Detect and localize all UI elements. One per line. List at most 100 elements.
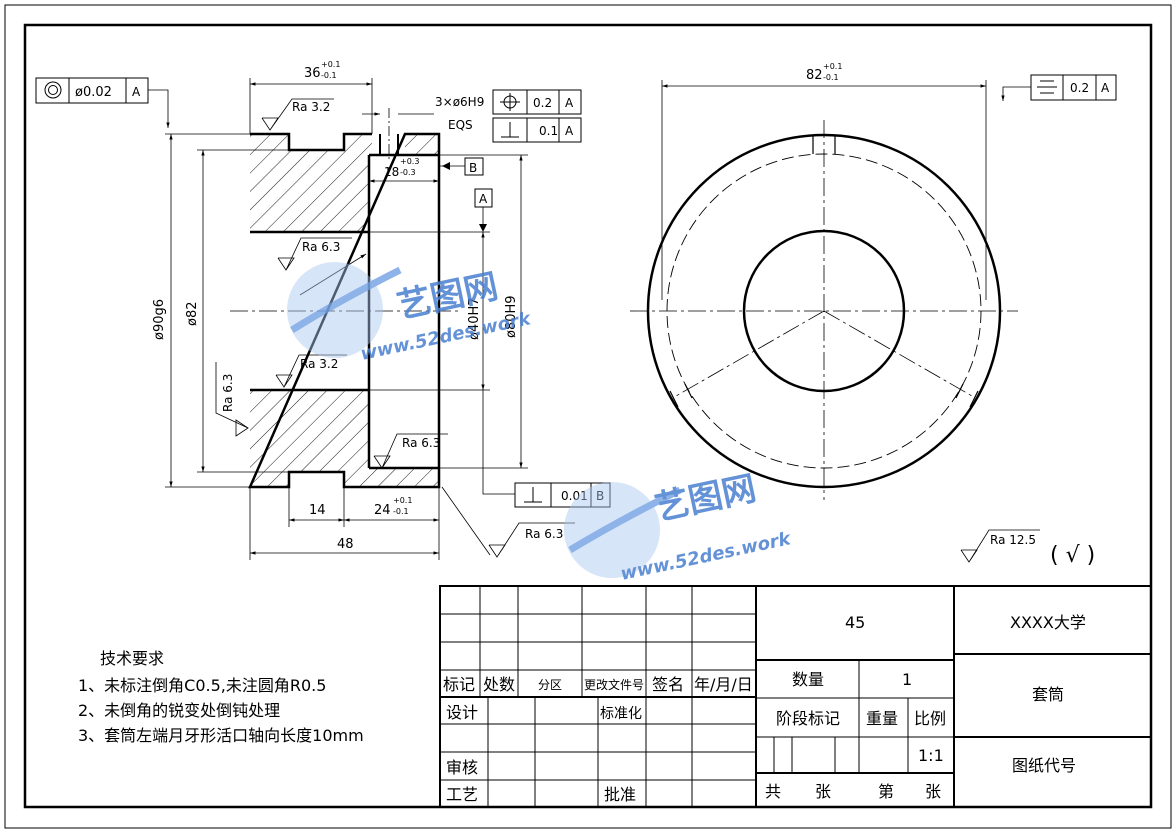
dim-82-tol-low: -0.1 [823, 73, 839, 82]
sheet-no-label: 第 [878, 782, 894, 801]
perp-top-datum: A [565, 124, 574, 138]
sheets-label-a: 张 [815, 782, 831, 801]
general-roughness: Ra 12.5 ( √ ) [960, 529, 1095, 568]
datum-a-box: A [474, 188, 493, 232]
material-value: 45 [845, 613, 865, 632]
symmetry-frame: 0.2 A [1001, 74, 1117, 101]
datum-b-box: B [439, 157, 484, 176]
dim-82-top: 82 [806, 68, 823, 83]
perpendicular-bottom-icon [524, 487, 542, 503]
datum-a-label: A [479, 192, 488, 206]
standardize-label: 标准化 [600, 706, 642, 722]
tech-req-item-3: 3、套筒左端月牙形活口轴向长度10mm [78, 726, 364, 745]
end-view: 82 +0.1 -0.1 0.2 A [630, 62, 1117, 500]
drawing-code: 图纸代号 [1012, 756, 1076, 775]
watermark-2: 艺图网 www.52des.work [564, 468, 793, 585]
scale-value: 1:1 [918, 746, 944, 765]
school-name: XXXX大学 [1010, 613, 1086, 632]
upper-right-hatch [405, 134, 439, 155]
scale-label: 比例 [914, 709, 946, 728]
upper-wall-hatch [250, 134, 372, 232]
roughness-ra63-left: Ra 6.3 [215, 362, 249, 437]
tech-req-item-2: 2、未倒角的锐变处倒钝处理 [78, 701, 280, 720]
symmetry-datum: A [1101, 81, 1110, 95]
concentricity-icon [44, 81, 62, 99]
perp-bottom-frame: 0.01 B [482, 390, 611, 508]
position-tolerance-frame: 0.2 A [492, 89, 582, 115]
concentricity-value: ø0.02 [75, 85, 112, 100]
concentricity-frame: ø0.02 A [35, 77, 170, 128]
roughness-ra32-bore: Ra 3.2 [275, 354, 347, 388]
holes-callout: 3×ø6H9 [435, 95, 484, 109]
tech-req-title: 技术要求 [100, 649, 164, 668]
watermark-globe-icon [287, 262, 383, 358]
mark-label: 标记 [443, 675, 475, 694]
perp-bottom-datum: B [596, 489, 604, 503]
dim-82: ø82 [185, 302, 200, 327]
dim-90g6: ø90g6 [152, 299, 167, 340]
design-label: 设计 [446, 703, 478, 722]
svg-text:Ra 3.2: Ra 3.2 [300, 357, 338, 371]
watermark-brand-2: 艺图网 [652, 468, 760, 528]
concentricity-datum: A [132, 85, 141, 99]
stage-label: 阶段标记 [776, 709, 840, 728]
general-check-mark: ( √ ) [1050, 543, 1095, 568]
part-outline [248, 132, 441, 489]
svg-text:Ra 6.3: Ra 6.3 [221, 374, 235, 412]
dim-24-tol-up: +0.1 [393, 496, 412, 505]
title-block-text: 45 XXXX大学 套筒 图纸代号 数量 1 阶段标记 重量 比例 1:1 标记… [443, 613, 1086, 804]
title-block [439, 585, 1152, 808]
sheets-label-b: 张 [925, 782, 941, 801]
signature-label: 签名 [652, 675, 684, 694]
date-label: 年/月/日 [694, 675, 753, 694]
change-doc-label: 更改文件号 [584, 677, 644, 692]
lower-wall-hatch [250, 390, 439, 487]
dim-82-tol-up: +0.1 [823, 62, 842, 71]
dim-36: 36 [304, 66, 321, 81]
position-value: 0.2 [533, 96, 552, 110]
tech-req-item-1: 1、未标注倒角C0.5,未注圆角R0.5 [78, 676, 326, 695]
dim-48: 48 [337, 537, 354, 552]
dim-18-tol-low: -0.3 [400, 168, 416, 177]
approve-label: 批准 [604, 785, 636, 804]
dim-36-tol-low: -0.1 [321, 71, 337, 80]
roughness-ra63-bore: Ra 6.3 [277, 237, 367, 296]
dim-80H9: ø80H9 [504, 295, 519, 338]
perp-top-frame: 0.1 A [492, 117, 582, 143]
section-view: 36 +0.1 -0.1 18 +0.3 -0.3 3×ø6H9 EQS 0.2… [35, 60, 611, 560]
dim-18: 18 [384, 165, 399, 179]
symmetry-value: 0.2 [1070, 81, 1089, 95]
svg-text:Ra 3.2: Ra 3.2 [292, 100, 330, 114]
symmetry-icon [1037, 80, 1057, 94]
roughness-ra63-bottom: Ra 6.3 [441, 486, 575, 558]
dim-36-tol-up: +0.1 [321, 60, 340, 69]
total-label: 共 [765, 782, 781, 801]
watermark-1: 艺图网 www.52des.work [287, 262, 533, 365]
quantity-label: 数量 [792, 670, 824, 689]
datum-b-label: B [469, 161, 477, 175]
svg-text:Ra 6.3: Ra 6.3 [402, 436, 440, 450]
quantity-value: 1 [902, 670, 912, 689]
dim-24-tol-low: -0.1 [393, 507, 409, 516]
perp-bottom-value: 0.01 [561, 489, 588, 503]
weight-label: 重量 [866, 709, 898, 728]
watermark-globe-icon-2 [564, 482, 660, 578]
process-label: 工艺 [446, 785, 478, 804]
zone-label: 分区 [538, 678, 562, 692]
technical-requirements: 技术要求 1、未标注倒角C0.5,未注圆角R0.5 2、未倒角的锐变处倒钝处理 … [78, 649, 364, 745]
roughness-ra63-face: Ra 6.3 [373, 433, 448, 469]
perpendicular-icon [501, 122, 519, 138]
dim-18-tol-up: +0.3 [400, 157, 419, 166]
part-name: 套筒 [1032, 685, 1064, 704]
svg-text:Ra 6.3: Ra 6.3 [302, 240, 340, 254]
dim-24: 24 [374, 503, 391, 518]
position-datum: A [565, 96, 574, 110]
count-label: 处数 [483, 675, 515, 694]
outer-border [4, 4, 1172, 829]
roughness-ra32-top: Ra 3.2 [261, 98, 334, 131]
perp-top-value: 0.1 [539, 124, 558, 138]
dim-40H7: ø40H7 [467, 297, 482, 340]
svg-text:Ra 6.3: Ra 6.3 [525, 527, 563, 541]
eqs-callout: EQS [448, 118, 473, 132]
